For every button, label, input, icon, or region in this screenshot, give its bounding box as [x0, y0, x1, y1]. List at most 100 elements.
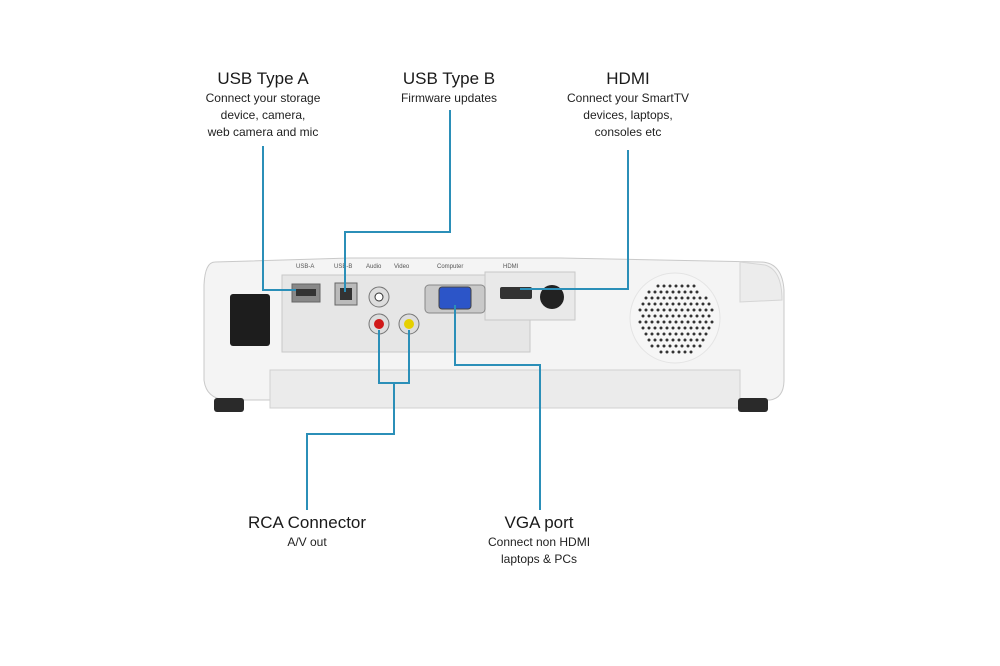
grille-hole — [701, 326, 705, 330]
grille-hole — [707, 326, 711, 330]
grille-hole — [665, 302, 669, 306]
leader-vga — [454, 305, 541, 510]
grille-hole — [686, 332, 690, 336]
grille-hole — [674, 344, 678, 348]
grille-hole — [677, 326, 681, 330]
grille-hole — [644, 332, 648, 336]
callout-desc: A/V out — [287, 535, 327, 549]
grille-hole — [683, 350, 687, 354]
callout-rca: RCA Connector A/V out — [248, 512, 366, 551]
grille-hole — [692, 308, 696, 312]
grille-hole — [653, 314, 657, 318]
grille-hole — [710, 320, 714, 324]
grille-hole — [701, 338, 705, 342]
grille-hole — [677, 338, 681, 342]
grille-hole — [668, 296, 672, 300]
callout-desc: laptops & PCs — [500, 552, 578, 566]
grille-hole — [659, 302, 663, 306]
grille-hole — [674, 332, 678, 336]
grille-hole — [704, 332, 708, 336]
grille-hole — [680, 284, 684, 288]
grille-hole — [692, 296, 696, 300]
grille-hole — [662, 308, 666, 312]
callout-title: HDMI — [606, 69, 650, 88]
grille-hole — [695, 338, 699, 342]
grille-hole — [659, 290, 663, 294]
projector-rear: USB-A USB-B Audio Video Computer HDMI — [203, 257, 785, 412]
grille-hole — [689, 302, 693, 306]
grille-hole — [659, 326, 663, 330]
grille-hole — [656, 332, 660, 336]
grille-hole — [683, 290, 687, 294]
grille-hole — [695, 314, 699, 318]
grille-hole — [659, 314, 663, 318]
callout-desc: Firmware updates — [400, 91, 498, 105]
grille-hole — [662, 332, 666, 336]
grille-hole — [698, 344, 702, 348]
callout-desc: consoles etc — [594, 125, 662, 139]
grille-hole — [644, 320, 648, 324]
callout-title: USB Type B — [402, 69, 496, 88]
grille-hole — [680, 296, 684, 300]
callout-desc: devices, laptops, — [583, 108, 673, 122]
grille-hole — [647, 326, 651, 330]
grille-hole — [683, 338, 687, 342]
grille-hole — [659, 338, 663, 342]
grille-hole — [671, 338, 675, 342]
video-jack — [404, 319, 414, 329]
grille-hole — [647, 290, 651, 294]
grille-hole — [665, 350, 669, 354]
grille-hole — [671, 326, 675, 330]
grille-hole — [689, 314, 693, 318]
label-audio: Audio — [366, 264, 382, 270]
power-inlet — [230, 294, 270, 346]
label-usb-a: USB-A — [296, 264, 314, 270]
grille-hole — [650, 296, 654, 300]
leader-rca — [306, 383, 395, 510]
callout-vga: VGA port Connect non HDMI laptops & PCs — [488, 512, 590, 568]
grille-hole — [674, 320, 678, 324]
grille-hole — [647, 314, 651, 318]
grille-hole — [677, 302, 681, 306]
grille-hole — [644, 308, 648, 312]
callout-title: VGA port — [504, 513, 574, 532]
grille-hole — [671, 290, 675, 294]
grille-hole — [680, 320, 684, 324]
grille-hole — [656, 308, 660, 312]
grille-hole — [704, 308, 708, 312]
callout-desc: web camera and mic — [207, 125, 319, 139]
callout-hdmi: HDMI Connect your SmartTV devices, lapto… — [567, 68, 689, 141]
grille-hole — [641, 326, 645, 330]
grille-hole — [683, 302, 687, 306]
grille-hole — [704, 320, 708, 324]
grille-hole — [671, 314, 675, 318]
grille-hole — [686, 344, 690, 348]
grille-hole — [686, 320, 690, 324]
callout-title: USB Type A — [217, 69, 309, 88]
grille-hole — [695, 326, 699, 330]
grille-hole — [647, 302, 651, 306]
label-video: Video — [394, 264, 410, 270]
grille-hole — [665, 326, 669, 330]
grille-hole — [695, 290, 699, 294]
grille-hole — [650, 344, 654, 348]
grille-hole — [671, 302, 675, 306]
callout-title: RCA Connector — [247, 513, 367, 532]
foot-right — [738, 398, 768, 412]
grille-hole — [641, 302, 645, 306]
grille-hole — [701, 314, 705, 318]
speaker-grille — [638, 284, 714, 354]
grille-hole — [704, 296, 708, 300]
grille-hole — [644, 296, 648, 300]
grille-hole — [686, 284, 690, 288]
grille-hole — [707, 302, 711, 306]
grille-hole — [641, 314, 645, 318]
grille-hole — [653, 302, 657, 306]
grille-hole — [698, 296, 702, 300]
grille-hole — [680, 308, 684, 312]
grille-hole — [662, 320, 666, 324]
callout-usb-b: USB Type B Firmware updates — [401, 68, 497, 107]
grille-hole — [650, 320, 654, 324]
callout-desc: Connect your SmartTV — [566, 91, 690, 105]
